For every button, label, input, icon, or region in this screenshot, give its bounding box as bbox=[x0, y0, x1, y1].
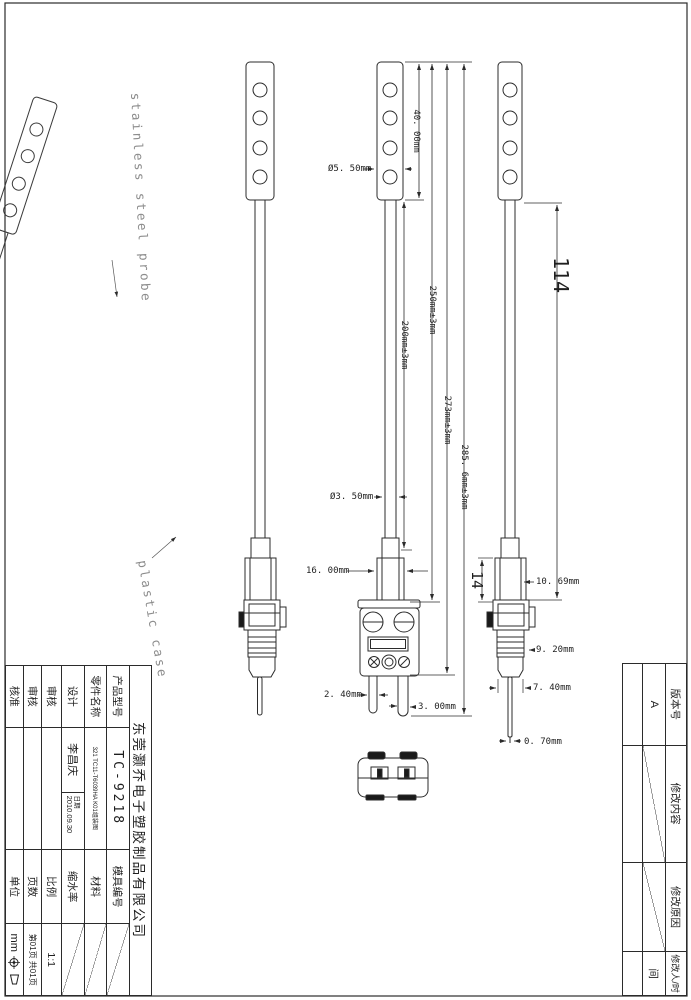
dim-shaft-diameter: Ø3. 50mm bbox=[330, 491, 373, 502]
dim-rib-width: 9. 20mm bbox=[536, 645, 574, 655]
shrinkage-value bbox=[61, 924, 84, 995]
content-empty bbox=[623, 745, 642, 863]
version-value: A bbox=[642, 664, 665, 746]
pages-value: 第01页 共01页 bbox=[23, 924, 41, 995]
dim-len-250: 250mm±3mm bbox=[427, 286, 437, 335]
scale-label: 比例 bbox=[41, 849, 61, 925]
approve-label: 核准 bbox=[6, 666, 23, 728]
version-empty bbox=[623, 664, 642, 746]
unit-text: mm bbox=[8, 933, 21, 952]
product-model-label: 产品型号 bbox=[106, 666, 129, 728]
mold-no-label: 模具编号 bbox=[106, 849, 129, 925]
projection-target-icon bbox=[8, 955, 21, 969]
design-value: 李昌庆 日期 2010.09.30 bbox=[61, 727, 84, 850]
extension-lines bbox=[401, 61, 562, 717]
dim-pin-width: 0. 70mm bbox=[524, 737, 562, 747]
approve-value bbox=[6, 727, 23, 850]
connector-bottom-view bbox=[357, 751, 429, 801]
mold-no-value bbox=[106, 924, 129, 995]
probe-side-view-right bbox=[486, 61, 536, 743]
pages-label: 页数 bbox=[23, 849, 41, 925]
dim-cap-width: 10. 69mm bbox=[536, 577, 579, 587]
material-value bbox=[84, 924, 106, 995]
dim-len-273: 273mm±3mm bbox=[442, 396, 452, 445]
date-value: 2010.09.30 bbox=[65, 795, 75, 834]
date-label: 日期 bbox=[73, 795, 81, 809]
content-label: 修改内容 bbox=[665, 745, 686, 863]
revision-table: 版本号 修改内容 修改原因 修改人/时 A 间 bbox=[622, 663, 687, 996]
probe-isometric-view bbox=[0, 96, 58, 431]
review2-label: 审核 bbox=[23, 666, 41, 728]
shrinkage-label: 缩水率 bbox=[61, 849, 84, 925]
dimension-lines bbox=[347, 64, 560, 744]
dim-handle-length: 40. 00mm bbox=[411, 109, 421, 152]
unit-value: mm bbox=[6, 924, 23, 995]
reason-value bbox=[642, 862, 665, 953]
content-value bbox=[642, 745, 665, 863]
reason-empty bbox=[623, 862, 642, 953]
version-label: 版本号 bbox=[665, 664, 686, 746]
sheet-border bbox=[4, 2, 688, 997]
dim-overall-length: 285. 6mm±3mm bbox=[459, 444, 469, 509]
dim-114: 114 bbox=[549, 257, 573, 293]
projection-cone-icon bbox=[9, 974, 20, 985]
stainless-steel-probe-label: stainless steel probe bbox=[128, 92, 154, 303]
scale-value: 1:1 bbox=[41, 924, 61, 995]
dim-handle-diameter: Ø5. 50mm bbox=[328, 163, 371, 174]
title-block: 东莞灏乔电子塑胶制品有限公司 产品型号 TC-9218 模具编号 零件名称 32… bbox=[5, 665, 152, 996]
design-label: 设计 bbox=[61, 666, 84, 728]
dim-prong-small: 2. 40mm bbox=[324, 690, 362, 700]
dim-hex-height: 14 bbox=[468, 571, 486, 589]
unit-label: 单位 bbox=[6, 849, 23, 925]
dim-shaft-length: 200mm±3mm bbox=[399, 321, 409, 370]
probe-side-view-left bbox=[238, 61, 287, 716]
product-model-value: TC-9218 bbox=[106, 727, 129, 850]
dim-prong-large: 3. 00mm bbox=[418, 702, 456, 712]
probe-front-view bbox=[357, 61, 421, 717]
dim-hex-width: 16. 00mm bbox=[306, 566, 349, 576]
review-value bbox=[41, 727, 61, 850]
plastic-case-label: plastic case bbox=[135, 559, 171, 680]
modifier-label: 修改人/时 bbox=[665, 952, 686, 995]
modifier-value: 间 bbox=[642, 952, 665, 995]
part-name-value: 321 TC11-T6039HA K01组装图 bbox=[84, 727, 106, 850]
modifier-empty bbox=[623, 952, 642, 995]
review-label: 审核 bbox=[41, 666, 61, 728]
material-label: 材料 bbox=[84, 849, 106, 925]
part-name-label: 零件名称 bbox=[84, 666, 106, 728]
company-name: 东莞灏乔电子塑胶制品有限公司 bbox=[129, 666, 151, 995]
reason-label: 修改原因 bbox=[665, 862, 686, 953]
review2-value bbox=[23, 727, 41, 850]
designer-name: 李昌庆 bbox=[62, 727, 84, 793]
dim-tail-width: 7. 40mm bbox=[533, 683, 571, 693]
